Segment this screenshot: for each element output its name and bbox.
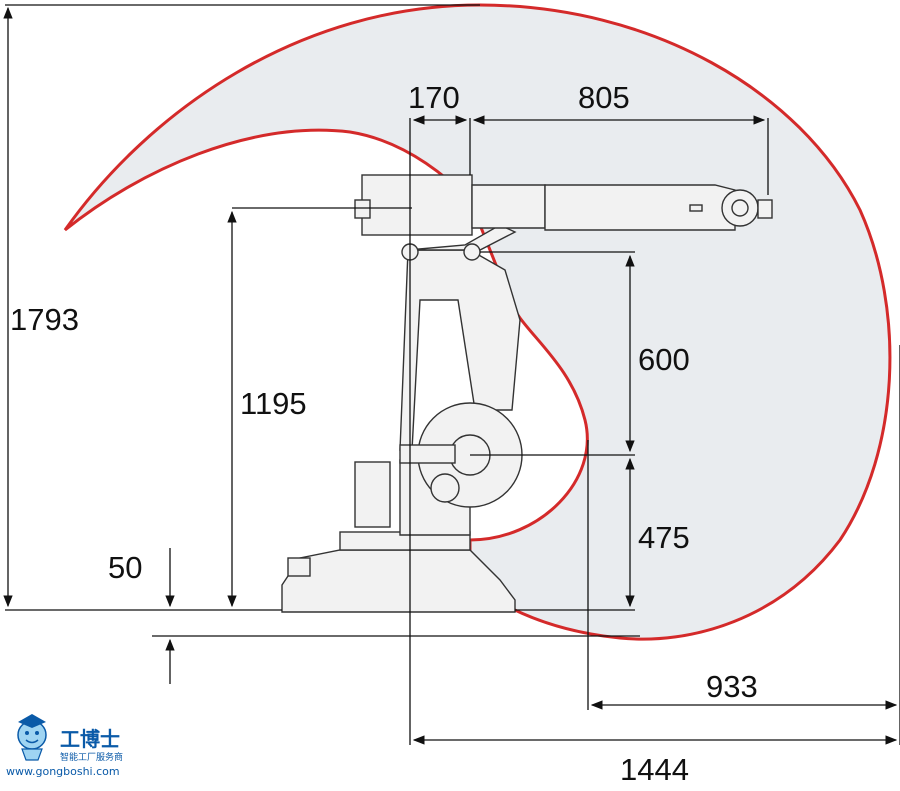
dimension-arrows	[3, 6, 898, 745]
robot-upper-arm	[354, 174, 773, 236]
watermark-url: www.gongboshi.com	[6, 765, 120, 778]
dim-label-forearm-length: 805	[578, 80, 630, 115]
reference-lines	[5, 4, 900, 745]
dim-label-base-height: 475	[638, 520, 690, 555]
watermark-brand: 工博士	[60, 727, 120, 751]
watermark: 工博士 智能工厂服务商 www.gongboshi.com	[6, 714, 123, 778]
dim-label-reach-height: 1793	[10, 302, 79, 337]
dim-label-upper-arm-length: 600	[638, 342, 690, 377]
dim-label-max-reach: 1444	[620, 752, 689, 787]
mascot-logo	[17, 714, 47, 761]
dim-label-arm-height: 1195	[240, 386, 307, 421]
dim-label-min-reach: 933	[706, 669, 758, 704]
watermark-tagline: 智能工厂服务商	[60, 751, 123, 763]
work-envelope	[63, 3, 892, 641]
dim-label-joint-offset: 170	[408, 80, 460, 115]
dim-label-base-offset: 50	[108, 550, 142, 585]
